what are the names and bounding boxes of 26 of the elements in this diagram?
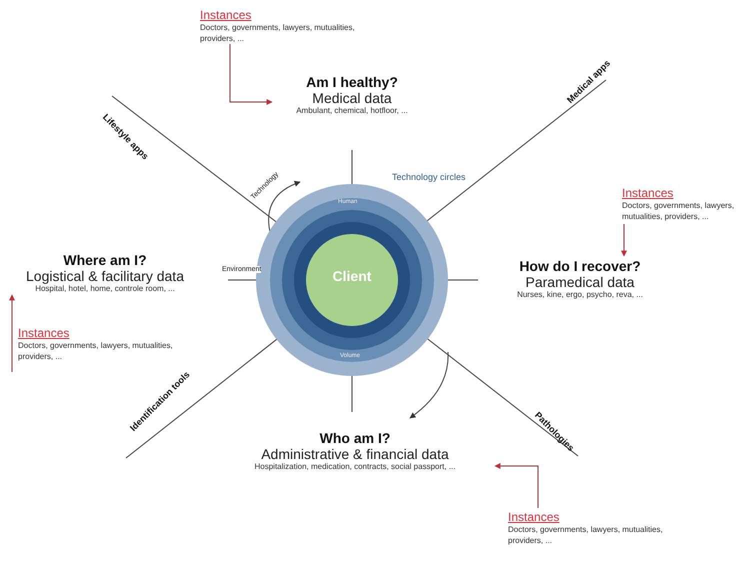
data-category: Administrative & financial data [260, 446, 450, 462]
data-category: Logistical & facilitary data [25, 268, 185, 284]
client-label: Client [332, 268, 372, 284]
instances-list: Doctors, governments, lawyers, mutualities, providers, ... [508, 524, 678, 546]
data-examples: Ambulant, chemical, hotfloor, ... [295, 106, 409, 115]
arrow [230, 44, 273, 105]
arrow [9, 294, 15, 372]
data-examples: Nurses, kine, ergo, psycho, reva, ... [516, 290, 644, 299]
data-category: Paramedical data [524, 274, 636, 290]
instances-heading: Instances [18, 326, 70, 340]
circle-caption: Technology circles [392, 172, 466, 182]
question-heading: Am I healthy? [305, 74, 399, 90]
instances-list: Doctors, governments, lawyers, mutualities, providers, ... [18, 340, 188, 362]
arrow [621, 224, 627, 257]
instances-heading: Instances [622, 186, 674, 200]
instances-heading: Instances [200, 8, 252, 22]
arrow [494, 463, 538, 508]
instances-heading: Instances [508, 510, 560, 524]
question-heading: Who am I? [318, 430, 392, 446]
question-heading: Where am I? [62, 252, 148, 268]
data-examples: Hospitalization, medication, contracts, social passport, ... [254, 462, 456, 471]
instances-list: Doctors, governments, lawyers, mutualities, providers, ... [622, 200, 755, 222]
data-examples: Hospital, hotel, home, controle room, ... [34, 284, 176, 293]
instances-list: Doctors, governments, lawyers, mutualities, providers, ... [200, 22, 370, 44]
question-heading: How do I recover? [518, 258, 642, 274]
data-category: Medical data [311, 90, 393, 106]
